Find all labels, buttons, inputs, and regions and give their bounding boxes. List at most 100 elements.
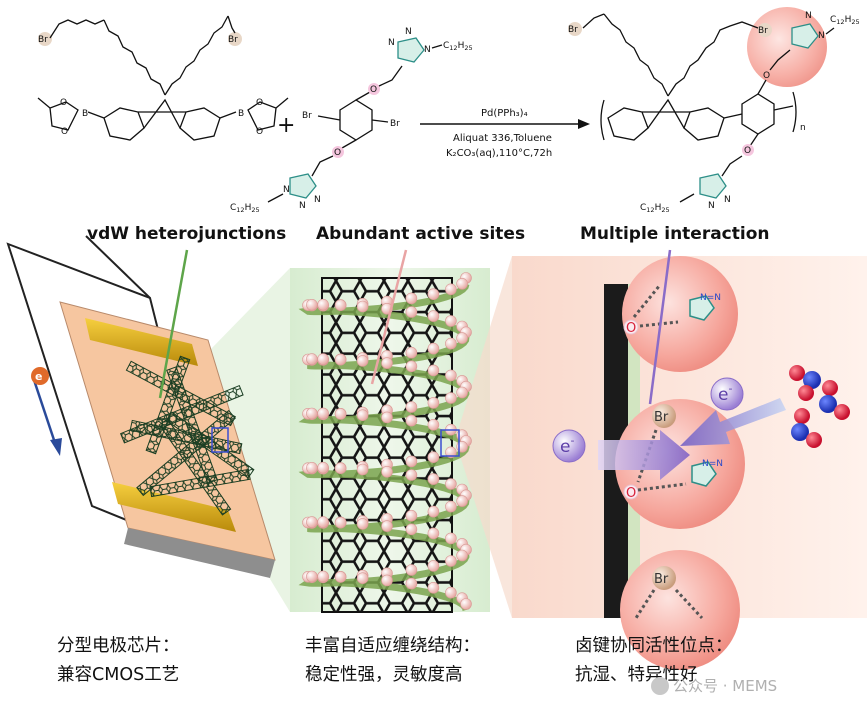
nitrogen-label: N: [805, 11, 812, 21]
caption-right-line2: 抗湿、特异性好: [575, 665, 698, 685]
active-site-bead: [405, 401, 418, 413]
active-site-bead: [317, 298, 329, 311]
chip-side: [124, 528, 275, 578]
br-bead: [758, 23, 772, 37]
active-site-bead: [456, 386, 468, 399]
oxygen-highlight: [742, 144, 754, 156]
zoom-cone-left: [210, 268, 290, 612]
active-site-bead: [427, 397, 440, 409]
electron-icon: [710, 377, 744, 411]
active-site-bead: [445, 446, 457, 459]
active-site-bead: [381, 411, 393, 424]
active-site-sphere-bottom: [620, 550, 740, 670]
nitrogen-label: N: [405, 27, 412, 37]
active-site-bead: [445, 315, 457, 327]
active-site-bead: [427, 473, 440, 485]
active-site-bead: [306, 461, 318, 474]
no2-molecule: [819, 380, 850, 420]
active-site-bead: [306, 353, 318, 365]
caption-middle-line1: 丰富自适应缠绕结构：: [305, 636, 480, 656]
active-site-bead: [334, 408, 347, 420]
active-site-bead: [456, 332, 468, 344]
nitrogen-label: N: [299, 201, 306, 211]
reaction-scheme: Br Br B O O B O O +: [37, 7, 860, 214]
catalyst-label: Pd(PPh₃)₄: [481, 108, 528, 119]
zoom-marker: [440, 429, 460, 457]
carbon-nanotube: [322, 278, 452, 612]
bromine-label: Br: [228, 35, 238, 45]
bromine-label: Br: [38, 35, 48, 45]
watermark: 公众号 · MEMS: [673, 677, 777, 695]
product-polymer: Br Br n O N N C12H25: [568, 7, 860, 214]
active-site-bead: [427, 310, 440, 322]
wrapped-nanotube: [298, 272, 472, 613]
electron-icon: [552, 429, 586, 463]
zoom-cone-right: [455, 256, 512, 618]
chain-label: C12H25: [640, 203, 670, 214]
oxygen-label: O: [626, 486, 636, 501]
caption-right-line1: 卤键协同活性位点：: [575, 636, 733, 656]
active-site-bead: [456, 277, 468, 290]
bromine-label: Br: [654, 410, 669, 425]
nitrogen-label: N: [283, 185, 290, 195]
triazole-ring: [289, 173, 317, 199]
active-site-bead: [427, 581, 440, 594]
active-site-bead: [427, 364, 440, 377]
active-site-bead: [317, 407, 329, 420]
electron-label: e-: [560, 434, 574, 457]
active-site-bead: [381, 357, 393, 369]
active-site-bead: [445, 283, 457, 296]
chain-label: C12H25: [230, 203, 260, 214]
active-site-bead: [334, 353, 347, 366]
active-site-bead: [317, 461, 329, 474]
active-site-bead: [356, 300, 369, 313]
br-bead: [228, 32, 242, 46]
nitrogen-label: N: [314, 195, 321, 205]
heading-multiple-interaction: Multiple interaction: [580, 224, 770, 244]
active-site-bead: [306, 516, 318, 528]
active-site-bead: [306, 570, 318, 583]
nitrogen-label: N: [724, 195, 731, 205]
caption-left-line2: 兼容CMOS工艺: [57, 665, 179, 685]
active-site-bead: [405, 455, 418, 468]
bromine-label: Br: [654, 572, 669, 587]
chain-label: C12H25: [443, 41, 473, 52]
bromine-bead: [652, 566, 676, 590]
active-site-bead: [356, 463, 369, 476]
active-site-bead: [445, 586, 457, 599]
triazole-ring: [791, 23, 819, 49]
boron-label: B: [82, 109, 88, 119]
active-site-bead: [306, 298, 318, 311]
bromine-label: Br: [568, 25, 578, 35]
wechat-icon: [651, 677, 669, 695]
oxygen-bead: [623, 319, 639, 335]
active-site-bead: [445, 555, 457, 567]
triazole-ring: [699, 173, 727, 199]
active-site-bead: [427, 451, 440, 464]
active-site-bead: [405, 292, 418, 305]
active-site-bead: [381, 465, 393, 478]
active-site-bead: [334, 571, 347, 583]
no2-molecule: [789, 365, 821, 401]
active-site-sphere-top: [622, 256, 738, 372]
nitrogen-label: N: [708, 201, 715, 211]
active-site-bead: [356, 409, 369, 422]
active-site-sphere: [747, 7, 827, 87]
current-arrow: [32, 379, 58, 447]
pointer-left: [158, 249, 189, 399]
active-site-bead: [334, 462, 347, 475]
oxygen-bead: [623, 484, 639, 500]
top-electrode: [85, 318, 198, 366]
nitrogen-label: N: [424, 45, 431, 55]
active-site-bead: [427, 418, 440, 431]
active-site-bead: [317, 570, 329, 583]
active-site-bead: [460, 598, 472, 610]
active-site-bead: [456, 495, 468, 507]
caption-middle-line2: 稳定性强，灵敏度高: [305, 665, 463, 685]
active-site-bead: [356, 572, 369, 585]
nitrogen-label: N: [818, 31, 825, 41]
active-site-bead: [405, 577, 418, 590]
active-site-bead: [445, 532, 457, 545]
heading-abundant-active-sites: Abundant active sites: [316, 224, 525, 244]
